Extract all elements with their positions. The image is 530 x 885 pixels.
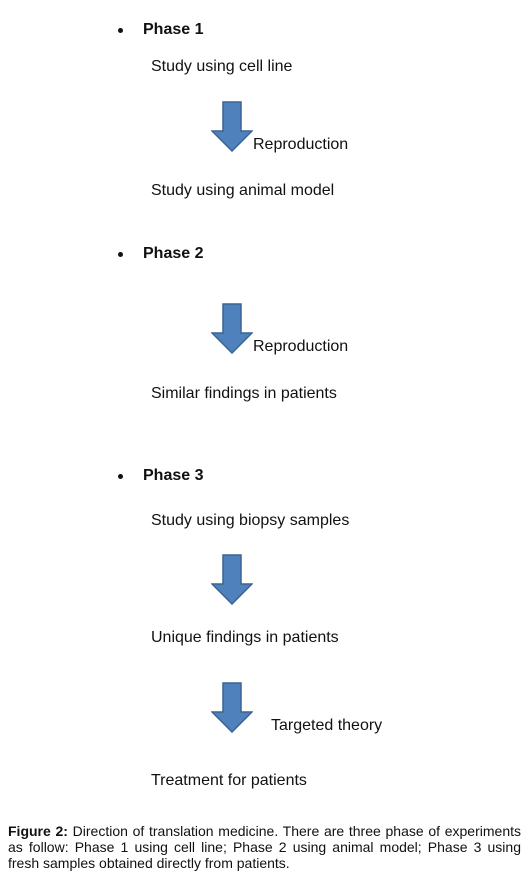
down-arrow-icon (211, 303, 253, 354)
phase-1-arrow-label: Reproduction (253, 136, 349, 153)
figure-caption: Figure 2: Direction of translation medic… (8, 823, 521, 871)
phase-3-middle-text: Unique findings in patients (151, 629, 339, 646)
bullet-phase-3 (118, 474, 123, 479)
phase-2-end-text: Similar findings in patients (151, 385, 337, 402)
phase-3-title: Phase 3 (143, 467, 204, 484)
phase-1-title: Phase 1 (143, 21, 204, 38)
phase-2-arrow-label: Reproduction (253, 338, 349, 355)
phase-3-arrow-label: Targeted theory (271, 717, 383, 734)
phase-3-start-text: Study using biopsy samples (151, 512, 350, 529)
phase-3-end-text: Treatment for patients (151, 772, 307, 789)
caption-label: Figure 2: (8, 823, 68, 839)
down-arrow-icon (211, 682, 253, 733)
bullet-phase-2 (118, 252, 123, 257)
bullet-phase-1 (118, 28, 123, 33)
caption-text: Direction of translation medicine. There… (8, 823, 521, 871)
down-arrow-icon (211, 554, 253, 605)
phase-1-end-text: Study using animal model (151, 182, 335, 199)
phase-1-start-text: Study using cell line (151, 58, 293, 75)
down-arrow-icon (211, 101, 253, 152)
phase-2-title: Phase 2 (143, 245, 204, 262)
